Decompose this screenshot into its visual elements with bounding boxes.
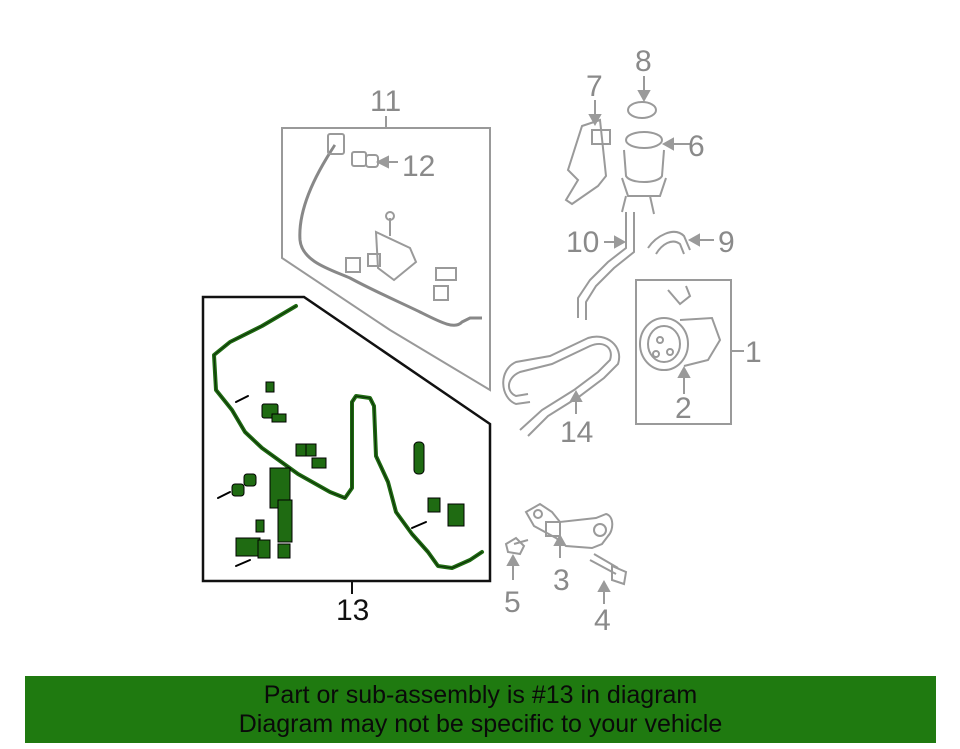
part-4-bolt[interactable] — [589, 553, 628, 604]
part-11-assembly[interactable] — [281, 116, 491, 392]
part-3-bracket[interactable] — [524, 502, 614, 558]
callout-10: 10 — [566, 226, 599, 259]
callout-7: 7 — [586, 70, 603, 103]
part-5-bolt[interactable] — [504, 536, 529, 580]
part-9-hose[interactable] — [647, 230, 714, 255]
part-1-pump-assembly[interactable] — [635, 279, 744, 425]
part-11-box — [281, 127, 491, 392]
notice-line-2: Diagram may not be specific to your vehi… — [238, 710, 723, 738]
part-12-connector[interactable] — [351, 151, 398, 169]
callout-5: 5 — [504, 586, 521, 619]
part-8-cap[interactable] — [627, 76, 657, 119]
callout-11: 11 — [370, 85, 401, 118]
callout-14: 14 — [560, 416, 593, 449]
callout-1: 1 — [745, 336, 762, 369]
callout-8: 8 — [635, 45, 652, 78]
part-13-pipe-upper — [212, 304, 484, 570]
part-6-reservoir[interactable] — [621, 131, 690, 215]
callout-4: 4 — [594, 604, 611, 637]
callout-13: 13 — [336, 594, 369, 627]
part-7-bracket[interactable] — [564, 100, 611, 206]
callout-3: 3 — [553, 564, 570, 597]
notice-line-1: Part or sub-assembly is #13 in diagram — [263, 681, 698, 709]
part-2-pulley[interactable] — [677, 365, 691, 394]
part-10-pipe[interactable] — [577, 212, 635, 320]
part-13-box — [201, 295, 492, 583]
notice-banner: Part or sub-assembly is #13 in diagram D… — [25, 676, 936, 743]
callout-6: 6 — [688, 130, 705, 163]
callout-9: 9 — [718, 226, 735, 259]
part-14-hose[interactable] — [502, 335, 621, 437]
callout-2: 2 — [675, 392, 692, 425]
part-11-hose — [298, 144, 482, 327]
callout-12: 12 — [402, 150, 435, 183]
part-13-assembly[interactable] — [201, 295, 492, 583]
